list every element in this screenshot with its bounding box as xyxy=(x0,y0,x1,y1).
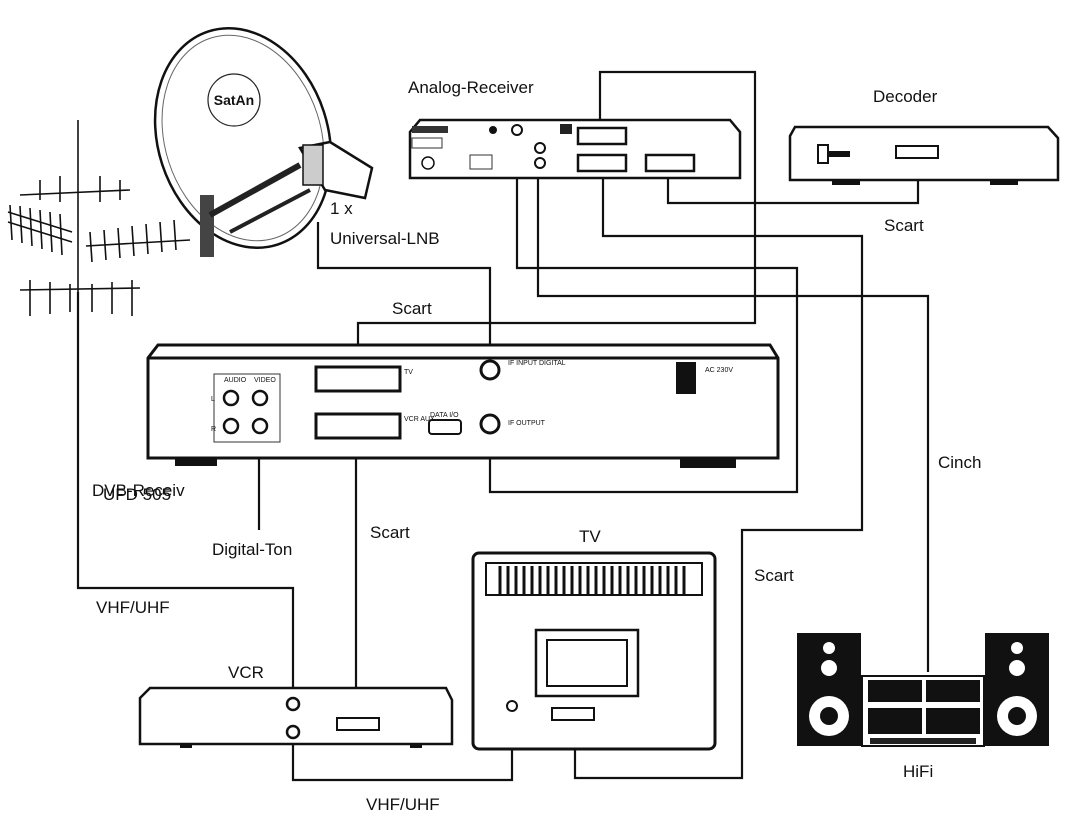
svg-text:SatAn: SatAn xyxy=(214,92,254,108)
svg-text:IF OUTPUT: IF OUTPUT xyxy=(508,420,546,427)
cinch-label: Cinch xyxy=(938,453,981,472)
tv-label: TV xyxy=(579,527,601,546)
svg-text:IF INPUT DIGITAL: IF INPUT DIGITAL xyxy=(508,360,566,367)
cables xyxy=(76,70,930,782)
vhf-uhf-label-top: VHF/UHF xyxy=(96,598,170,617)
lnb xyxy=(298,140,374,200)
ufd-label: UFD 505 xyxy=(103,485,171,504)
satellite-dish: SatAn xyxy=(153,27,374,257)
scart-label-top: Scart xyxy=(392,299,432,318)
vcr-label: VCR xyxy=(228,663,264,682)
lnb-cable xyxy=(316,222,492,362)
svg-text:AUDIO: AUDIO xyxy=(224,377,247,384)
svg-text:AC 230V: AC 230V xyxy=(705,367,733,374)
vhf-uhf-label-bottom: VHF/UHF xyxy=(366,795,440,814)
svg-text:VIDEO: VIDEO xyxy=(254,377,276,384)
hifi-label: HiFi xyxy=(903,762,933,781)
svg-text:L: L xyxy=(211,396,215,403)
vcr xyxy=(138,686,454,748)
svg-text:R: R xyxy=(211,426,216,433)
vhf-uhf-cable-top xyxy=(76,292,295,700)
scart-cable-top xyxy=(356,70,757,368)
digital-ton-label: Digital-Ton xyxy=(212,540,292,559)
tv xyxy=(471,551,717,751)
svg-text:TV: TV xyxy=(404,369,413,376)
labels: Analog-Receiver Decoder 1 x Universal-LN… xyxy=(92,78,981,814)
scart-cable-tv-analog xyxy=(573,172,864,780)
scart-label-tv: Scart xyxy=(754,566,794,585)
svg-text:VCR AUX: VCR AUX xyxy=(404,416,435,423)
svg-text:DATA I/O: DATA I/O xyxy=(430,412,459,419)
hifi xyxy=(797,633,1049,747)
lnb-label-line2: Universal-LNB xyxy=(330,229,440,248)
scart-label-decoder: Scart xyxy=(884,216,924,235)
analog-receiver xyxy=(408,118,742,180)
satan-logo: SatAn xyxy=(207,73,261,127)
scart-label-vcr: Scart xyxy=(370,523,410,542)
decoder xyxy=(788,125,1060,185)
terrestrial-antenna xyxy=(7,120,191,316)
lnb-label-line1: 1 x xyxy=(330,199,353,218)
dvb-receiver-label: DVB-Receiv xyxy=(92,481,185,500)
decoder-label: Decoder xyxy=(873,87,938,106)
cinch-cable xyxy=(536,160,930,672)
dvb-receiver: AUDIO VIDEO L R TV VCR AUX DATA I/O IF I… xyxy=(146,343,780,468)
if-loop-cable xyxy=(488,130,799,494)
analog-receiver-label: Analog-Receiver xyxy=(408,78,534,97)
